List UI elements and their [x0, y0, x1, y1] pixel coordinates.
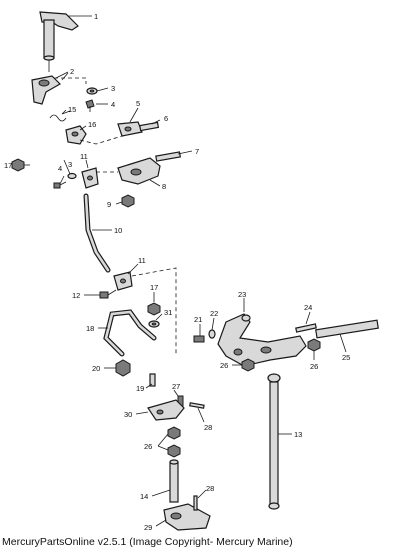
part-22-washer	[208, 329, 216, 339]
part-10-link-rod	[83, 193, 111, 273]
callout-11-lower: 11	[138, 256, 146, 265]
part-20-nut	[115, 359, 131, 377]
dash-guide-11	[131, 267, 177, 356]
callout-14: 14	[140, 492, 148, 501]
callout-8: 8	[162, 182, 166, 191]
callout-31: 31	[164, 308, 172, 317]
callout-1: 1	[94, 12, 98, 21]
part-13-vertical-rod	[267, 373, 281, 510]
part-4-screw-lower	[53, 181, 67, 189]
callout-28-upper: 28	[204, 423, 212, 432]
exploded-parts-diagram: 1 2 3 4 15 5 6 16 7 11 17 3 4 8 9 10 11 …	[4, 11, 379, 532]
part-21-bolt	[193, 335, 205, 343]
part-11-block-lower	[113, 271, 133, 291]
callout-16: 16	[88, 120, 96, 129]
part-23-main-bracket	[217, 313, 307, 367]
callout-27: 27	[172, 382, 180, 391]
callout-26-right: 26	[310, 362, 318, 371]
callout-17-upper: 17	[4, 161, 12, 170]
part-11-block-upper	[81, 167, 99, 189]
part-26-nut-right	[307, 338, 321, 352]
part-3-washer-lower	[67, 172, 77, 180]
copyright-caption: MercuryPartsOnline v2.5.1 (Image Copyrig…	[2, 536, 293, 548]
callout-19: 19	[136, 384, 144, 393]
part-6-stud	[139, 121, 160, 132]
part-4-screw-upper	[85, 99, 95, 112]
callout-21: 21	[194, 315, 202, 324]
callout-3-upper: 3	[111, 84, 115, 93]
callout-13: 13	[294, 430, 302, 439]
part-12-screw	[99, 289, 117, 299]
callout-23: 23	[238, 290, 246, 299]
part-3-washer-upper	[86, 87, 98, 95]
part-28-cotter-upper	[189, 402, 205, 409]
part-19-pin	[149, 373, 156, 387]
callout-7: 7	[195, 147, 199, 156]
callout-15: 15	[68, 105, 76, 114]
dash-guide-16	[79, 135, 123, 145]
callout-6: 6	[164, 114, 168, 123]
callout-26-center: 26	[144, 442, 152, 451]
part-15-clip	[49, 109, 67, 122]
callout-10: 10	[114, 226, 122, 235]
part-1-shaft-lever	[39, 11, 92, 61]
part-14-vertical-pin	[169, 459, 179, 503]
callout-18: 18	[86, 324, 94, 333]
callout-2: 2	[70, 67, 74, 76]
part-26-nut-left	[241, 358, 255, 372]
part-8-lever-arm	[117, 157, 161, 185]
callout-26-left: 26	[220, 361, 228, 370]
part-17-nut-lower	[147, 302, 161, 316]
callout-20: 20	[92, 364, 100, 373]
callout-leaders	[24, 72, 347, 527]
callout-25: 25	[342, 353, 350, 362]
part-29-bottom-lever	[163, 503, 211, 531]
callout-4-lower: 4	[58, 164, 62, 173]
callout-24: 24	[304, 303, 312, 312]
callout-5: 5	[136, 99, 140, 108]
callout-29: 29	[144, 523, 152, 532]
callout-22: 22	[210, 309, 218, 318]
callout-12: 12	[72, 291, 80, 300]
part-9-nut	[121, 194, 135, 208]
dash-guide-2	[54, 77, 87, 84]
callout-numbers: 1 2 3 4 15 5 6 16 7 11 17 3 4 8 9 10 11 …	[4, 12, 350, 532]
callout-9: 9	[107, 200, 111, 209]
callout-30: 30	[124, 410, 132, 419]
callout-28-lower: 28	[206, 484, 214, 493]
callout-11-upper: 11	[80, 152, 88, 161]
part-17-nut-upper	[11, 158, 25, 172]
part-30-small-lever	[147, 399, 185, 421]
part-18-loop-bracket	[103, 309, 157, 357]
part-16-bracket	[65, 125, 87, 145]
part-2-lever-bracket	[31, 71, 69, 105]
part-31-washer	[148, 320, 160, 328]
part-5-clamp	[117, 121, 143, 137]
part-28-cotter-lower	[193, 495, 198, 511]
callout-3-lower: 3	[68, 160, 72, 169]
part-26-nut-pair	[167, 426, 181, 458]
callout-4-upper: 4	[111, 100, 115, 109]
part-24-pin	[295, 323, 317, 333]
part-7-stud	[155, 151, 182, 162]
part-25-long-rod	[315, 319, 379, 339]
callout-17-lower: 17	[150, 283, 158, 292]
